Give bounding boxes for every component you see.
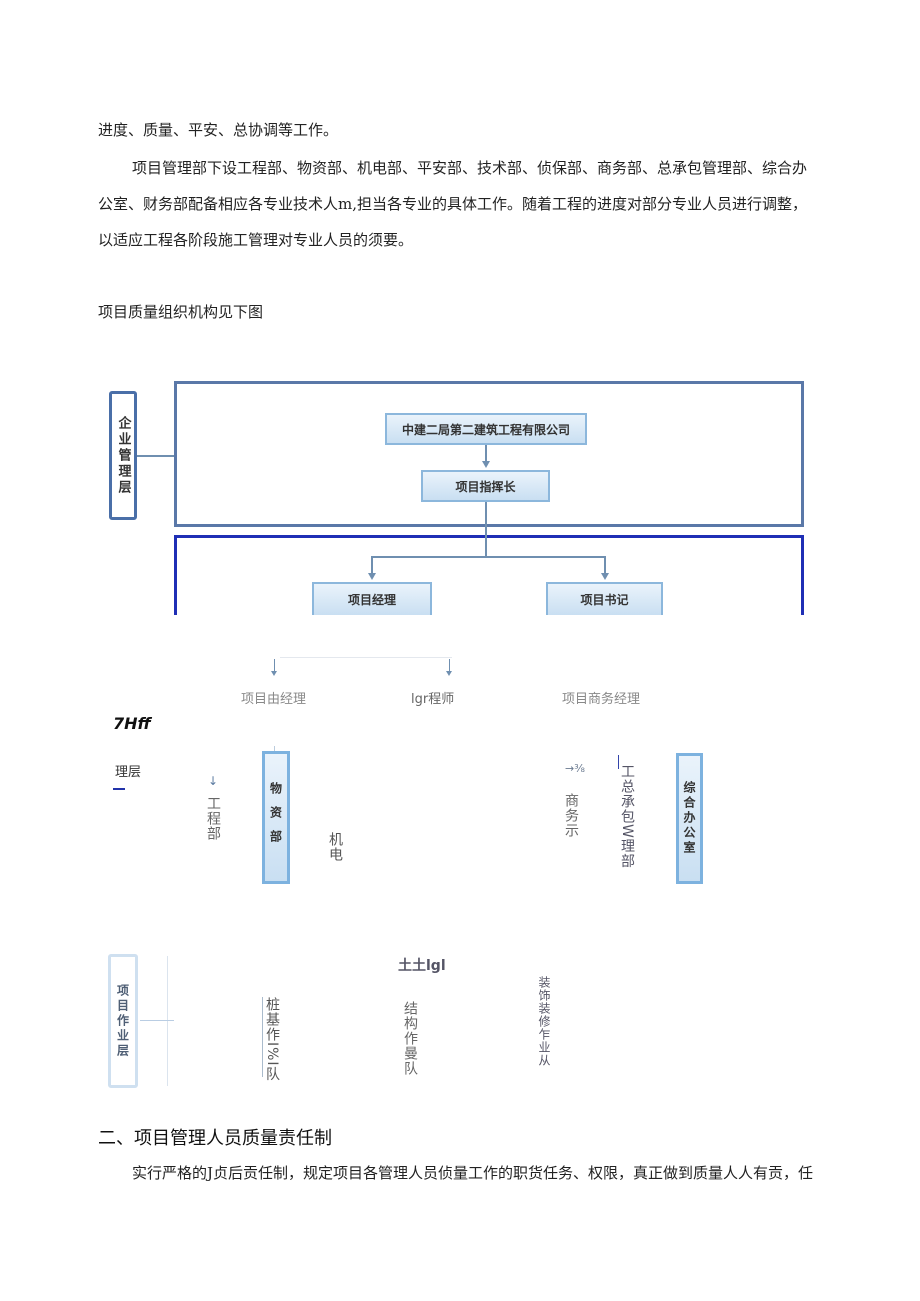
down-arrow-left xyxy=(274,659,275,671)
dept-engineering: 工程部 xyxy=(205,796,221,841)
arrow-icon xyxy=(368,573,376,580)
arrow-icon xyxy=(601,573,609,580)
dept-commerce-mark: →⅜ xyxy=(565,762,585,775)
down-arrow-right xyxy=(449,659,450,671)
secretary-node: 项目书记 xyxy=(546,582,663,615)
company-to-commander-line xyxy=(485,445,487,463)
branch-line xyxy=(371,556,606,558)
paragraph-3: 实行严格的J贞后贡任制，规定项目各管理人员侦量工作的职货任务、权限，真正做到质量… xyxy=(132,1164,814,1182)
team-decoration: 装饰装修乍业从 xyxy=(537,976,551,1067)
faint-line xyxy=(274,746,275,752)
branch-left-line xyxy=(371,556,373,575)
work-layer-label: 项目作业层 xyxy=(108,954,138,1088)
faint-line xyxy=(167,956,168,1086)
faint-line xyxy=(140,1020,174,1021)
office-dept-node: 综合办公室 xyxy=(676,753,703,884)
team-structure-top: 土土lgl xyxy=(398,958,446,974)
commander-node: 项目指挥长 xyxy=(421,470,550,502)
enterprise-layer-frame xyxy=(174,381,804,527)
paragraph-2-line-3: 以适应工程各阶段施工管理对专业人员的须要。 xyxy=(98,231,414,249)
faint-line xyxy=(262,997,263,1077)
dept-commerce: 商务示 xyxy=(563,793,579,838)
arrow-icon: ↓ xyxy=(208,774,219,788)
dept-general-contract: 工总承包W理部 xyxy=(619,764,635,869)
management-layer-label-b: 理层 xyxy=(115,765,142,780)
branch-right-line xyxy=(604,556,606,575)
paragraph-1: 进度、质量、平安、总协调等工作。 xyxy=(98,121,339,139)
engineer-label: lgr程师 xyxy=(411,692,455,707)
team-structure: 结构作曼队 xyxy=(402,1001,418,1076)
management-layer-underline xyxy=(113,788,125,790)
commander-trunk-line xyxy=(485,502,487,557)
enterprise-connector xyxy=(137,455,174,457)
paragraph-2-line-1: 项目管理部下设工程部、物资部、机电部、平安部、技术部、侦保部、商务部、总承包管理… xyxy=(132,159,808,177)
management-layer-frame xyxy=(174,535,804,615)
materials-dept-node: 物资部 xyxy=(262,751,290,884)
section-heading: 二、项目管理人员质量责任制 xyxy=(98,1128,332,1149)
management-layer-label-a: 7Hff xyxy=(113,714,151,733)
dept-mep: 机电 xyxy=(327,832,343,862)
chart-caption: 项目质量组织机构见下图 xyxy=(98,303,264,321)
arrow-icon xyxy=(482,461,490,468)
sub-manager-label: 项目由经理 xyxy=(241,692,307,707)
enterprise-layer-label: 企业管理层 xyxy=(109,391,137,520)
faint-line xyxy=(280,657,452,658)
manager-node: 项目经理 xyxy=(312,582,432,615)
team-pile: 桩基作I%I队 xyxy=(264,997,280,1082)
company-node: 中建二局第二建筑工程有限公司 xyxy=(385,413,587,445)
arrow-icon xyxy=(446,671,452,676)
arrow-icon xyxy=(271,671,277,676)
commerce-manager-label: 项目商务经理 xyxy=(562,692,641,707)
paragraph-2-line-2: 公室、财务部配备相应各专业技术人m,担当各专业的具体工作。随着工程的进度对部分专… xyxy=(98,195,807,213)
general-dept-bar xyxy=(618,755,619,769)
